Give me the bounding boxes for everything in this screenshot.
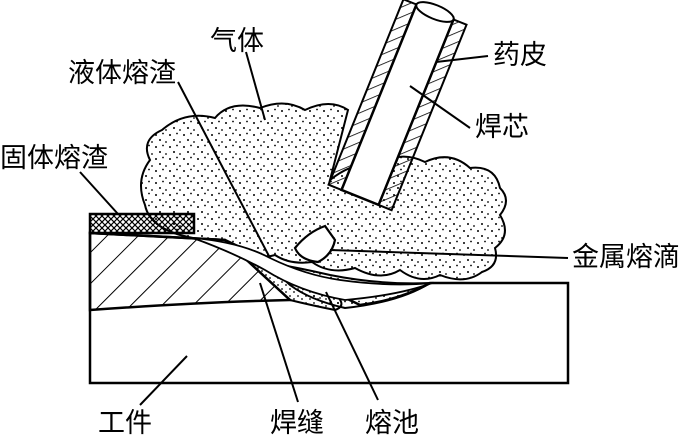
label-solid-slag: 固体熔渣 — [0, 143, 108, 174]
leader-liquid-slag — [177, 81, 271, 259]
label-liquid-slag: 液体熔渣 — [68, 58, 176, 89]
gas-cloud — [140, 102, 507, 281]
electrode-coating-right — [377, 18, 468, 212]
label-metal-droplet: 金属熔滴 — [572, 242, 680, 273]
label-weld-seam: 焊缝 — [270, 408, 324, 439]
label-workpiece: 工件 — [98, 408, 152, 439]
electrode — [327, 0, 468, 212]
leader-metal-droplet — [329, 249, 569, 259]
label-coating: 药皮 — [493, 40, 547, 71]
leader-solid-slag — [79, 171, 119, 215]
liquid-slag-layer — [192, 237, 433, 301]
label-molten-pool: 熔池 — [365, 408, 419, 439]
base-metal-hatched — [88, 231, 294, 312]
leader-workpiece — [139, 355, 188, 406]
leader-weld-seam — [259, 282, 299, 403]
electrode-top-end — [415, 1, 455, 23]
label-core-wire: 焊芯 — [475, 112, 529, 143]
leader-core-wire — [409, 85, 471, 129]
label-gas: 气体 — [210, 26, 264, 57]
leader-coating — [435, 55, 489, 63]
leader-gas — [245, 51, 266, 121]
leader-lines — [79, 51, 569, 406]
leader-molten-pool — [325, 291, 379, 401]
